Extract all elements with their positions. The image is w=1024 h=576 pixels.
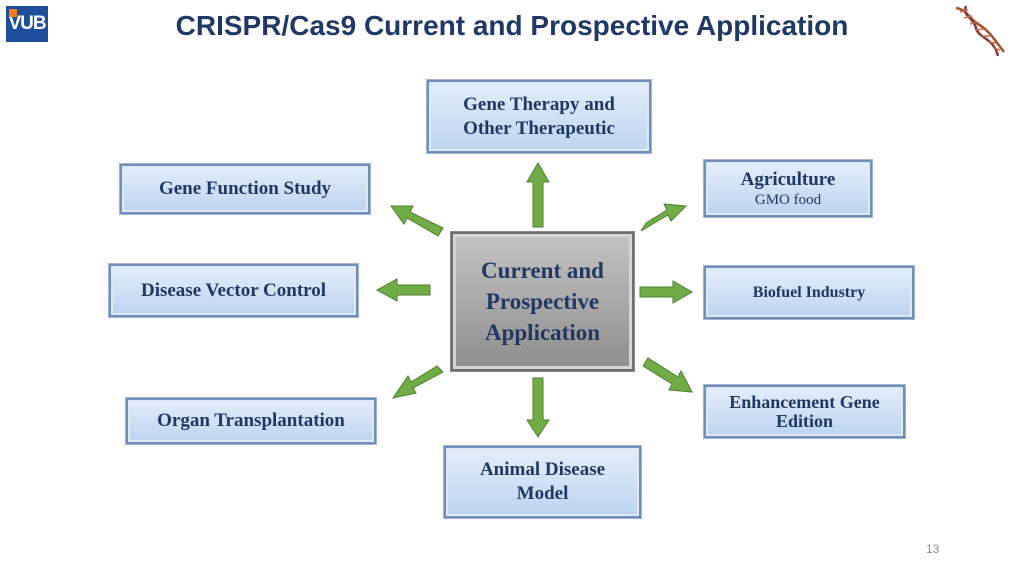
logo-accent bbox=[9, 9, 17, 17]
node-gene-therapy-label: Gene Therapy and Other Therapeutic bbox=[463, 93, 615, 139]
node-enhancement-label: Enhancement Gene Edition bbox=[729, 391, 880, 431]
dna-icon bbox=[955, 5, 1006, 57]
node-gene-therapy: Gene Therapy and Other Therapeutic bbox=[427, 80, 651, 153]
arrow-up-right bbox=[640, 203, 688, 232]
logo-text: VUB bbox=[8, 13, 46, 34]
arrow-down-right bbox=[642, 357, 693, 393]
node-enhancement: Enhancement Gene Edition bbox=[704, 385, 905, 438]
node-gene-function: Gene Function Study bbox=[120, 164, 370, 214]
arrow-down-left bbox=[391, 365, 444, 399]
page-number: 13 bbox=[926, 542, 940, 556]
node-disease-vector-label: Disease Vector Control bbox=[140, 279, 327, 301]
arrow-left bbox=[375, 278, 431, 302]
arrow-down bbox=[526, 377, 550, 438]
arrow-up bbox=[526, 162, 550, 228]
node-animal-model-label: Animal Disease Model bbox=[479, 459, 606, 504]
slide-title: CRISPR/Cas9 Current and Prospective Appl… bbox=[175, 10, 849, 41]
node-organ: Organ Transplantation bbox=[126, 398, 376, 444]
node-disease-vector: Disease Vector Control bbox=[109, 264, 358, 317]
node-agriculture: Agriculture GMO food bbox=[704, 160, 872, 217]
node-animal-model: Animal Disease Model bbox=[444, 446, 641, 518]
arrow-up-left bbox=[390, 205, 444, 237]
node-organ-label: Organ Transplantation bbox=[157, 410, 345, 432]
vub-logo: VUB bbox=[6, 6, 48, 42]
node-agriculture-label: Agriculture bbox=[740, 168, 836, 190]
node-gene-function-label: Gene Function Study bbox=[158, 178, 332, 200]
center-node: Current and Prospective Application bbox=[451, 232, 634, 371]
node-agriculture-sub: GMO food bbox=[754, 192, 822, 209]
arrow-right bbox=[639, 280, 693, 304]
node-biofuel: Biofuel Industry bbox=[704, 266, 914, 319]
node-biofuel-label: Biofuel Industry bbox=[752, 283, 866, 301]
